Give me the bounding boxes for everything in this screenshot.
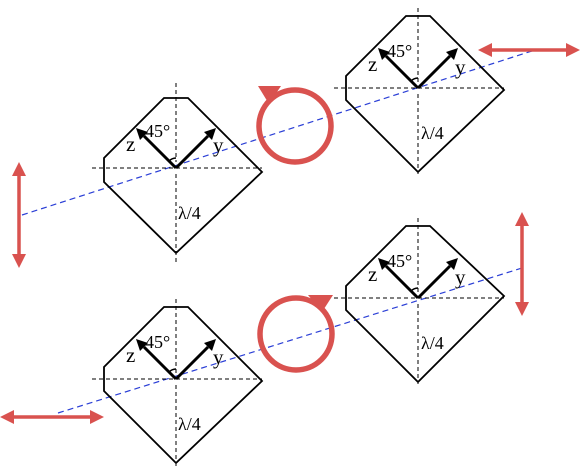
polarization-circular-row2 bbox=[257, 295, 335, 373]
y-axis-arrow bbox=[174, 128, 216, 170]
z-axis-label: z bbox=[368, 262, 377, 286]
quarter-wave-plate-row2-right: z y 45° λ/4 bbox=[334, 218, 506, 384]
quarter-wave-plate-row1-left: z y 45° λ/4 bbox=[92, 83, 264, 265]
z-axis-label: z bbox=[368, 52, 377, 76]
retardation-label: λ/4 bbox=[178, 203, 201, 223]
y-axis-label: y bbox=[213, 345, 224, 369]
angle-label: 45° bbox=[145, 332, 170, 352]
y-axis-label: y bbox=[213, 133, 224, 157]
angle-label: 45° bbox=[387, 41, 412, 61]
polarization-horizontal-output-row1 bbox=[478, 43, 580, 57]
z-axis-arrow bbox=[136, 339, 178, 381]
angle-arc bbox=[168, 368, 177, 373]
y-axis-arrow bbox=[416, 48, 458, 90]
angle-arc bbox=[168, 157, 177, 162]
quarter-wave-plate-row1-right: z y 45° λ/4 bbox=[334, 8, 506, 174]
polarization-horizontal-input-row2 bbox=[0, 410, 104, 424]
angle-arc bbox=[410, 77, 419, 82]
z-axis-arrow bbox=[378, 48, 420, 90]
angle-arc bbox=[410, 287, 419, 292]
angle-label: 45° bbox=[387, 251, 412, 271]
polarization-circular-row1 bbox=[256, 86, 334, 165]
retardation-label: λ/4 bbox=[421, 333, 444, 353]
z-axis-arrow bbox=[378, 258, 420, 300]
y-axis-label: y bbox=[455, 55, 466, 79]
polarization-vertical-input-row1 bbox=[12, 162, 26, 268]
z-axis-label: z bbox=[126, 132, 135, 156]
z-axis-label: z bbox=[126, 343, 135, 367]
retardation-label: λ/4 bbox=[178, 414, 201, 434]
y-axis-label: y bbox=[455, 265, 466, 289]
retardation-label: λ/4 bbox=[421, 123, 444, 143]
polarization-vertical-output-row2 bbox=[515, 212, 529, 316]
angle-label: 45° bbox=[145, 121, 170, 141]
y-axis-arrow bbox=[174, 339, 216, 381]
y-axis-arrow bbox=[416, 258, 458, 300]
beam-path-row2 bbox=[57, 267, 523, 414]
quarter-wave-plate-row2-left: z y 45° λ/4 bbox=[92, 299, 264, 467]
z-axis-arrow bbox=[136, 128, 178, 170]
